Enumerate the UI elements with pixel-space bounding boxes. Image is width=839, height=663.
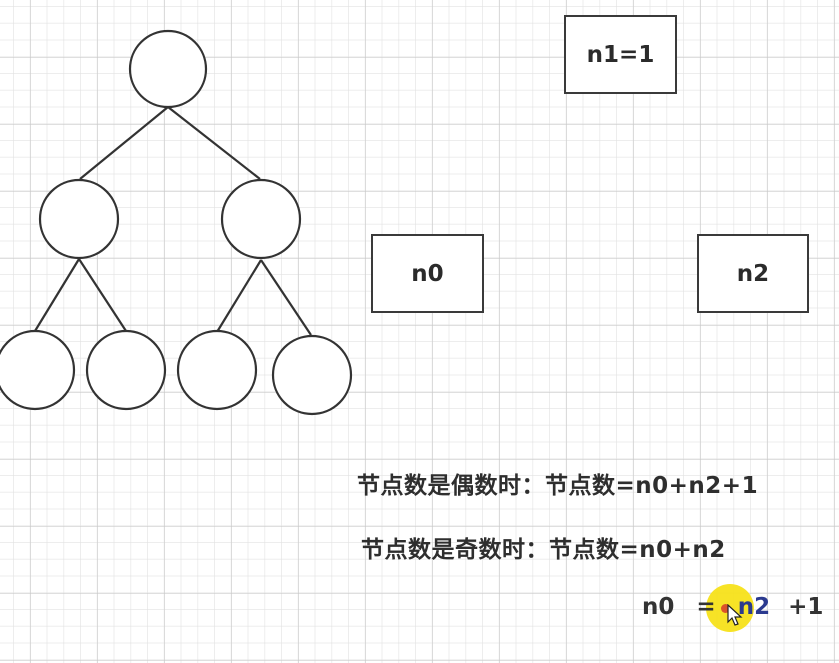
edge-left-right — [78, 258, 127, 332]
edge-left-left — [34, 258, 80, 332]
tree-node-right-left[interactable] — [176, 329, 258, 411]
equation: n0 = n2 +1 — [642, 594, 823, 620]
tree-node-right[interactable] — [220, 178, 302, 260]
edge-root-left — [79, 106, 169, 180]
equation-lhs: n0 — [642, 594, 675, 620]
tree-node-left-left[interactable] — [0, 329, 76, 411]
mouse-pointer-icon — [727, 604, 743, 626]
n1-box[interactable]: n1=1 — [564, 15, 677, 94]
formula-odd: 节点数是奇数时：节点数=n0+n2 — [361, 537, 726, 563]
n0-box[interactable]: n0 — [371, 234, 484, 313]
equation-term: n2 — [737, 594, 771, 620]
tree-node-left[interactable] — [38, 178, 120, 260]
edge-root-right — [167, 106, 261, 180]
edge-right-left — [216, 259, 262, 333]
n0-label: n0 — [411, 260, 444, 287]
tree-nodes — [0, 29, 353, 416]
edge-right-right — [260, 259, 312, 336]
tree-edges — [34, 106, 312, 336]
click-indicator-icon — [721, 604, 730, 613]
formula-even: 节点数是偶数时：节点数=n0+n2+1 — [357, 473, 759, 499]
equation-equals: = — [696, 594, 716, 620]
n1-label: n1=1 — [586, 41, 655, 68]
tree-node-left-right[interactable] — [85, 329, 167, 411]
n2-box[interactable]: n2 — [697, 234, 809, 313]
n2-label: n2 — [736, 260, 770, 287]
tree-node-root[interactable] — [128, 29, 208, 109]
equation-plus: +1 — [788, 594, 824, 620]
tree-node-right-right[interactable] — [271, 334, 353, 416]
